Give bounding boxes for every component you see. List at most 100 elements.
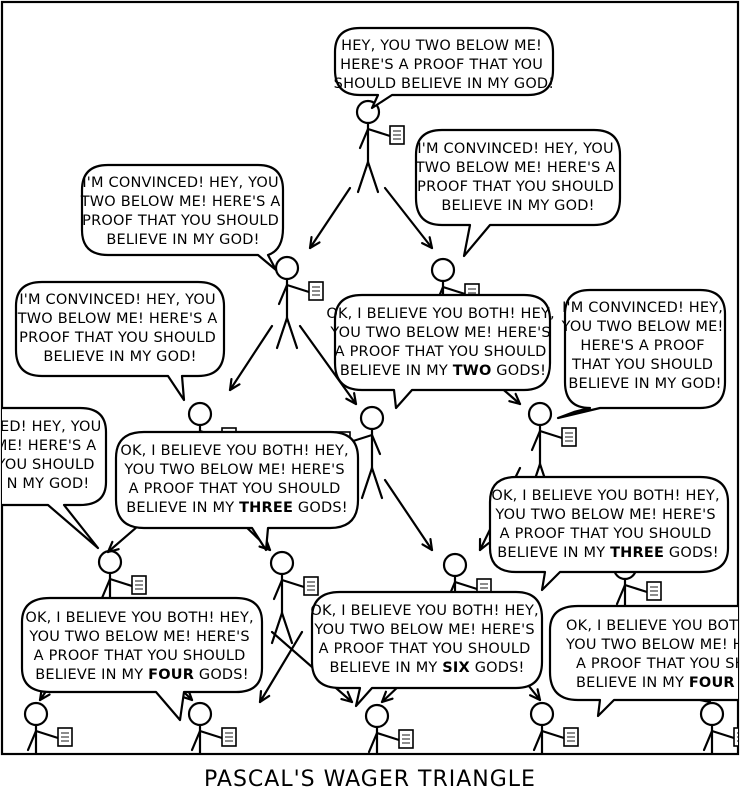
arrow — [383, 186, 434, 250]
proof-paper-icon — [398, 729, 414, 749]
speech-bubbles: HEY, YOU TWO BELOW ME! HERE'S A PROOF TH… — [0, 26, 740, 722]
bubble-line: BELIEVE IN MY GOD! — [106, 232, 259, 248]
bubble-line: BELIEVE IN MY GOD! — [441, 198, 594, 214]
bubble-line: BELIEVE IN MY FOUR GO — [576, 675, 740, 691]
svg-text:HEY, YOU TWO BELOW ME!: HEY, YOU TWO BELOW ME! HERE'S A PROOF TH… — [334, 38, 555, 92]
proof-paper-icon — [308, 281, 324, 301]
proof-paper-icon — [221, 727, 237, 747]
bubble-line: BELIEVE IN MY TWO GODS! — [340, 363, 546, 379]
proof-paper-icon — [131, 575, 147, 595]
bubble-line: ME! HERE'S A — [0, 438, 96, 454]
bubble-line: BELIEVE IN MY FOUR GODS! — [35, 667, 248, 683]
speech-bubble-row4-center: OK, I BELIEVE YOU BOTH! HEY, YOU TWO BEL… — [114, 430, 360, 552]
speech-bubble-top: HEY, YOU TWO BELOW ME! HERE'S A PROOF TH… — [334, 26, 555, 110]
bubble-line: PROOF THAT YOU SHOULD — [19, 330, 216, 346]
bubble-line: I'M CONVINCED! HEY, YOU — [417, 141, 614, 157]
stick-figure — [699, 701, 738, 754]
speech-bubble-row3-right: I'M CONVINCED! HEY, YOU TWO BELOW ME! HE… — [556, 288, 729, 420]
bubble-line: OK, I BELIEVE YOU BOTH! HEY, — [120, 443, 348, 459]
bubble-line: TWO BELOW ME! HERE'S A — [415, 160, 616, 176]
bubble-line: YOU TWO BELOW ME! HERE'S — [313, 622, 534, 638]
speech-bubble-row5-center: OK, I BELIEVE YOU BOTH! HEY, YOU TWO BEL… — [310, 590, 544, 708]
svg-text:CED! HEY, YOU ME! HE: CED! HEY, YOU ME! HERE'S A YOU SHOULD N … — [0, 419, 106, 492]
bubble-line: A PROOF THAT YOU SHOULD — [129, 481, 341, 497]
speech-bubble-row5-right-partial: OK, I BELIEVE YOU BOTH! H YOU TWO BELOW … — [548, 604, 740, 718]
arrow — [308, 186, 352, 250]
bubble-line: I'M CONVINCED! HEY, YOU — [82, 175, 279, 191]
bubble-line: I'M CONVINCED! HEY, YOU — [19, 292, 216, 308]
proof-paper-icon — [563, 727, 579, 747]
arrow — [383, 478, 434, 552]
stick-figure — [355, 99, 405, 194]
speech-bubble-row4-right: OK, I BELIEVE YOU BOTH! HEY, YOU TWO BEL… — [488, 475, 730, 592]
svg-text:OK, I BELIEVE YOU BOTH! HEY,: OK, I BELIEVE YOU BOTH! HEY, YOU TWO BEL… — [491, 488, 724, 561]
bubble-line: YOU TWO BELOW ME! — [561, 319, 724, 335]
panel-border — [0, 0, 740, 756]
comic-title: PASCAL'S WAGER TRIANGLE — [204, 767, 536, 792]
bubble-line: A PROOF THAT YOU SHOULD — [335, 344, 547, 360]
bubble-line: THAT YOU SHOULD — [571, 357, 713, 373]
speech-bubble-row3-center: OK, I BELIEVE YOU BOTH! HEY, YOU TWO BEL… — [326, 293, 559, 410]
svg-text:I'M CONVINCED! HEY, YOU: I'M CONVINCED! HEY, YOU TWO BELOW ME! HE… — [80, 175, 286, 248]
bubble-line: YOU TWO BELOW ME! HERE'S — [494, 507, 715, 523]
bubble-line: SHOULD BELIEVE IN MY GOD! — [334, 76, 555, 92]
bubble-line: OK, I BELIEVE YOU BOTH! HEY, — [310, 603, 538, 619]
proof-paper-icon — [57, 727, 73, 747]
proof-paper-icon — [733, 727, 738, 747]
arrow — [258, 630, 304, 704]
bubble-line: TWO BELOW ME! HERE'S A — [17, 311, 218, 327]
arrow — [298, 324, 358, 406]
bubble-line: OK, I BELIEVE YOU BOTH! HEY, — [491, 488, 719, 504]
svg-text:OK, I BELIEVE YOU BOTH! HEY,: OK, I BELIEVE YOU BOTH! HEY, YOU TWO BEL… — [310, 603, 543, 676]
bubble-line: HEY, YOU TWO BELOW ME! — [341, 38, 542, 54]
proof-paper-icon — [561, 427, 577, 447]
bubble-line: OK, I BELIEVE YOU BOTH! HEY, — [25, 610, 253, 626]
bubble-line: A PROOF THAT YOU SHOULD — [319, 641, 531, 657]
stick-figure — [364, 703, 414, 754]
bubble-line: BELIEVE IN MY GOD! — [43, 349, 196, 365]
bubble-line: BELIEVE IN MY GOD! — [568, 376, 721, 392]
stick-figure — [187, 701, 237, 754]
bubble-line: CED! HEY, YOU — [0, 419, 101, 435]
bubble-line: OK, I BELIEVE YOU BOTH! HEY, — [326, 306, 554, 322]
svg-text:I'M CONVINCED! HEY, YOU: I'M CONVINCED! HEY, YOU TWO BELOW ME! HE… — [415, 141, 621, 214]
bubble-line: N MY GOD! — [7, 476, 90, 492]
bubble-line: A PROOF THAT YOU SHO — [576, 656, 740, 672]
svg-text:OK, I BELIEVE YOU BOTH! HEY,: OK, I BELIEVE YOU BOTH! HEY, YOU TWO BEL… — [326, 306, 559, 379]
bubble-line: BELIEVE IN MY THREE GODS! — [497, 545, 718, 561]
bubble-line: PROOF THAT YOU SHOULD — [417, 179, 614, 195]
speech-bubble-row4-partial: CED! HEY, YOU ME! HERE'S A YOU SHOULD N … — [0, 406, 108, 550]
speech-bubble-row2-left: I'M CONVINCED! HEY, YOU TWO BELOW ME! HE… — [80, 163, 286, 272]
bubble-line: YOU TWO BELOW ME! HERE'S — [329, 325, 550, 341]
bubble-line: I'M CONVINCED! HEY, — [562, 300, 723, 316]
bubble-line: TWO BELOW ME! HERE'S A — [80, 194, 281, 210]
bubble-line: BELIEVE IN MY THREE GODS! — [126, 500, 347, 516]
stick-figure — [274, 255, 324, 350]
proof-paper-icon — [646, 581, 662, 601]
bubble-line: YOU SHOULD — [0, 457, 95, 473]
proof-paper-icon — [303, 576, 319, 596]
speech-bubble-row5-left: OK, I BELIEVE YOU BOTH! HEY, YOU TWO BEL… — [20, 596, 264, 722]
bubble-line: YOU TWO BELOW ME! HERE'S — [123, 462, 344, 478]
arrow — [228, 324, 274, 392]
svg-text:OK, I BELIEVE YOU BOTH! HEY,: OK, I BELIEVE YOU BOTH! HEY, YOU TWO BEL… — [25, 610, 258, 683]
speech-bubble-row3-left: I'M CONVINCED! HEY, YOU TWO BELOW ME! HE… — [14, 280, 226, 402]
svg-text:I'M CONVINCED! HEY, YOU: I'M CONVINCED! HEY, YOU TWO BELOW ME! HE… — [17, 292, 223, 365]
proof-paper-icon — [389, 125, 405, 145]
bubble-line: BELIEVE IN MY SIX GODS! — [329, 660, 524, 676]
bubble-line: PROOF THAT YOU SHOULD — [82, 213, 279, 229]
bubble-line: A PROOF THAT YOU SHOULD — [500, 526, 712, 542]
bubble-line: YOU TWO BELOW ME! HERE'S — [28, 629, 249, 645]
bubble-line: HERE'S A PROOF THAT YOU — [340, 57, 543, 73]
bubble-line: A PROOF THAT YOU SHOULD — [34, 648, 246, 664]
svg-text:I'M CONVINCED! HEY,: I'M CONVINCED! HEY, YOU TWO BELOW ME! HE… — [561, 300, 729, 392]
bubble-line: OK, I BELIEVE YOU BOTH! H — [566, 618, 740, 634]
bubble-line: HERE'S A PROOF — [580, 338, 704, 354]
speech-bubble-row2-right: I'M CONVINCED! HEY, YOU TWO BELOW ME! HE… — [415, 128, 622, 258]
svg-text:OK, I BELIEVE YOU BOTH! HEY,: OK, I BELIEVE YOU BOTH! HEY, YOU TWO BEL… — [120, 443, 353, 516]
stick-figure — [269, 550, 319, 645]
bubble-line: YOU TWO BELOW ME! HE — [565, 637, 740, 653]
stick-figure — [529, 701, 579, 754]
stick-figure — [23, 701, 73, 754]
